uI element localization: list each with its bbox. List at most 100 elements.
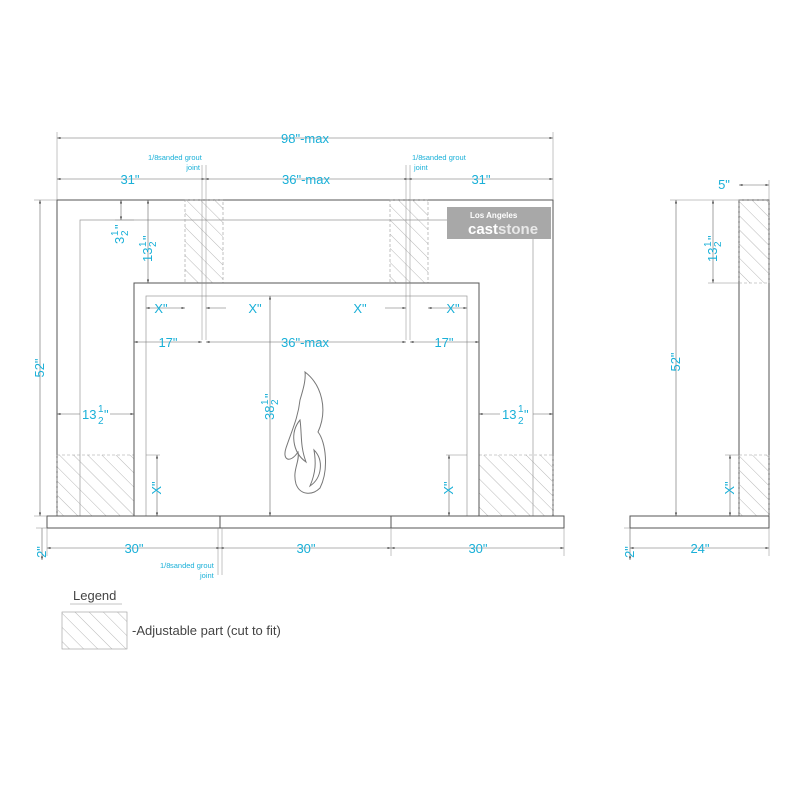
svg-text:joint: joint bbox=[413, 163, 429, 172]
legend-title: Legend bbox=[73, 588, 116, 603]
grout-note-left: 1/8 sanded grout joint bbox=[148, 153, 203, 172]
hearth-slab-right bbox=[390, 515, 565, 529]
frieze-inner-dim: 13 1 2 " bbox=[138, 235, 159, 262]
inner-center-width: 36"-max bbox=[281, 335, 329, 350]
grout-fraction: 1/8 bbox=[148, 153, 158, 162]
frieze-adjust-left bbox=[184, 199, 224, 284]
svg-text:13: 13 bbox=[502, 407, 516, 422]
svg-text:": " bbox=[524, 407, 529, 422]
svg-text:X": X" bbox=[149, 481, 164, 495]
svg-text:38: 38 bbox=[262, 406, 277, 420]
leg-left-dim: 13 1 2 " bbox=[82, 404, 109, 427]
cast-stone-logo: Los Angeles caststone bbox=[447, 207, 551, 239]
svg-text:13: 13 bbox=[140, 248, 155, 262]
logo-background bbox=[447, 207, 551, 239]
svg-text:": " bbox=[140, 235, 155, 240]
svg-text:caststone: caststone bbox=[468, 221, 538, 238]
svg-text:2: 2 bbox=[713, 241, 724, 247]
side-leg-x: X" bbox=[722, 481, 737, 495]
svg-text:joint: joint bbox=[185, 163, 201, 172]
svg-text:3: 3 bbox=[112, 237, 127, 244]
svg-text:52": 52" bbox=[32, 358, 47, 377]
opening-x-1: X" bbox=[154, 301, 168, 316]
hearth-segment-2: 30" bbox=[296, 541, 315, 556]
height-dim: 52" bbox=[32, 358, 47, 377]
leg-adjust-left bbox=[56, 454, 135, 517]
firebox-opening bbox=[145, 295, 468, 517]
opening-x-3: X" bbox=[353, 301, 367, 316]
svg-text:sanded grout: sanded grout bbox=[422, 153, 467, 162]
hearth-segment-1: 30" bbox=[124, 541, 143, 556]
frieze-outer-dim: 3 1 2 " bbox=[110, 224, 131, 244]
inner-left-width: 17" bbox=[158, 335, 177, 350]
leg-x-right: X" bbox=[441, 481, 456, 495]
svg-text:Los Angeles: Los Angeles bbox=[470, 211, 518, 220]
svg-text:1: 1 bbox=[98, 404, 104, 415]
hearth-slab-left bbox=[46, 515, 221, 529]
logo-word-stone: stone bbox=[498, 221, 538, 238]
side-view: 5" 13 1 2 " 52" X" 2" 24" bbox=[622, 177, 770, 560]
surround bbox=[133, 282, 480, 517]
inner-right-width: 17" bbox=[434, 335, 453, 350]
top-right-width: 31" bbox=[471, 172, 490, 187]
legend-label: -Adjustable part (cut to fit) bbox=[132, 623, 281, 638]
opening-x-2: X" bbox=[248, 301, 262, 316]
svg-text:13: 13 bbox=[705, 248, 720, 262]
legend-swatch bbox=[61, 611, 128, 650]
opening-x-4: X" bbox=[446, 301, 460, 316]
svg-text:": " bbox=[705, 235, 720, 240]
svg-text:": " bbox=[112, 224, 127, 229]
frieze-adjust-right bbox=[389, 199, 429, 284]
grout-note-right: 1/8 sanded grout joint bbox=[412, 153, 467, 172]
svg-text:2: 2 bbox=[98, 416, 104, 427]
svg-text:joint: joint bbox=[199, 571, 215, 580]
svg-text:": " bbox=[262, 393, 277, 398]
svg-text:2: 2 bbox=[148, 241, 159, 247]
hearth-slab-center bbox=[219, 515, 392, 529]
svg-text:": " bbox=[104, 407, 109, 422]
top-center-width: 36"-max bbox=[282, 172, 330, 187]
hearth-segment-3: 30" bbox=[468, 541, 487, 556]
leg-right-dim: 13 1 2 " bbox=[502, 404, 529, 427]
front-view: 98"-max 1/8 sanded grout joint 1/8 sande… bbox=[32, 131, 565, 580]
overall-width-label: 98"-max bbox=[281, 131, 329, 146]
grout-fraction: 1/8 bbox=[160, 561, 170, 570]
leg-adjust-right bbox=[478, 454, 554, 517]
side-hearth bbox=[629, 515, 770, 529]
side-hearth-thickness: 2" bbox=[622, 546, 637, 558]
svg-text:1: 1 bbox=[703, 241, 714, 247]
svg-text:1: 1 bbox=[110, 230, 121, 236]
svg-text:2: 2 bbox=[518, 416, 524, 427]
svg-text:1: 1 bbox=[138, 241, 149, 247]
svg-text:sanded grout: sanded grout bbox=[170, 561, 215, 570]
legend: Legend -Adjustable part (cut to fit) bbox=[61, 588, 281, 650]
svg-text:52": 52" bbox=[668, 352, 683, 371]
side-frieze-adjust bbox=[738, 199, 770, 284]
svg-text:sanded grout: sanded grout bbox=[158, 153, 203, 162]
svg-text:2": 2" bbox=[34, 546, 49, 558]
svg-text:1: 1 bbox=[260, 399, 271, 405]
svg-text:2: 2 bbox=[270, 399, 281, 405]
side-hearth-depth: 24" bbox=[690, 541, 709, 556]
grout-fraction: 1/8 bbox=[412, 153, 422, 162]
svg-text:2: 2 bbox=[120, 230, 131, 236]
side-height: 52" bbox=[668, 352, 683, 371]
svg-text:13: 13 bbox=[82, 407, 96, 422]
svg-text:2": 2" bbox=[622, 546, 637, 558]
grout-note-bottom: 1/8 sanded grout joint bbox=[160, 561, 215, 580]
svg-text:X": X" bbox=[722, 481, 737, 495]
logo-word-cast: cast bbox=[468, 221, 498, 238]
svg-text:1: 1 bbox=[518, 404, 524, 415]
svg-text:X": X" bbox=[441, 481, 456, 495]
top-left-width: 31" bbox=[120, 172, 139, 187]
side-top-depth: 5" bbox=[718, 177, 730, 192]
hearth-thickness-dim: 2" bbox=[34, 546, 49, 558]
side-frieze-height: 13 1 2 " bbox=[703, 235, 724, 262]
mantel-inner-frame bbox=[79, 219, 534, 516]
leg-x-left: X" bbox=[149, 481, 164, 495]
opening-height-dim: 38 1 2 " bbox=[260, 393, 281, 420]
side-leg-adjust bbox=[738, 454, 770, 517]
front-dimension-lines bbox=[34, 132, 565, 575]
flame-icon bbox=[284, 370, 326, 494]
